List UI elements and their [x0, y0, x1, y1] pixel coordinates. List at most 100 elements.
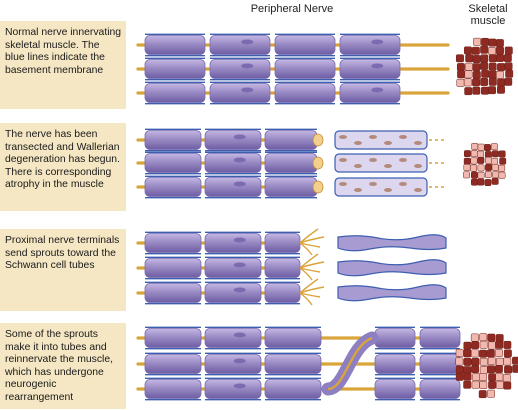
stage4-fiber-1-new-schwann-cell	[374, 326, 416, 350]
muscle-fiber	[495, 357, 504, 366]
stage3-fiber-2-axon-sprouts	[299, 253, 325, 281]
muscle-fiber	[471, 357, 480, 366]
muscle-fiber	[463, 349, 472, 358]
stage4-fiber-2-schwann-cell	[204, 352, 262, 376]
stage1-fiber-3-schwann-cell	[144, 81, 206, 105]
muscle-fiber	[472, 55, 481, 64]
muscle-fiber	[471, 142, 479, 150]
schwann-nucleus	[233, 181, 246, 187]
muscle-fiber	[484, 170, 492, 178]
muscle-fiber	[487, 333, 496, 342]
muscle-fiber	[486, 349, 495, 358]
stage-1-caption: Normal nerve innervating skeletal muscle…	[5, 27, 122, 76]
skeletal-muscle-header-line2: muscle	[470, 15, 506, 27]
muscle-fiber	[472, 63, 481, 72]
stage4-fiber-2-schwann-cell	[264, 352, 322, 376]
muscle-fiber	[491, 177, 499, 185]
stage2-fiber-2-schwann-cell	[144, 151, 202, 175]
muscle-fiber	[455, 348, 464, 357]
muscle-fiber	[481, 37, 490, 46]
muscle-fiber	[484, 179, 492, 187]
myelin-debris	[384, 141, 392, 145]
muscle-fiber	[484, 151, 492, 159]
muscle-fiber	[470, 333, 479, 342]
muscle-fiber	[463, 357, 472, 366]
muscle-fiber	[463, 78, 472, 87]
muscle-fiber	[481, 69, 490, 78]
muscle-fiber	[471, 380, 480, 389]
stage-3-caption: Proximal nerve terminals send sprouts to…	[5, 235, 120, 272]
muscle-fiber	[470, 150, 478, 158]
schwann-nucleus	[241, 39, 254, 45]
myelin-debris	[339, 158, 347, 162]
stage3-fiber-3-schwann-cell	[264, 281, 301, 305]
stage3-fiber-2-schwann-tube	[337, 259, 447, 277]
muscle-fiber	[505, 69, 514, 78]
muscle-fiber	[503, 381, 512, 390]
muscle-fiber	[503, 54, 512, 62]
stage2-fiber-1-schwann-cell	[144, 128, 202, 152]
stage1-fiber-3-schwann-cell	[274, 81, 336, 105]
peripheral-nerve-header: Peripheral Nerve	[250, 3, 334, 15]
muscle-fiber	[463, 372, 472, 381]
stage1-fiber-2-schwann-cell	[144, 57, 206, 81]
muscle-fiber	[463, 171, 470, 179]
stage2-fiber-3-degenerating-tube	[334, 177, 428, 197]
stage1-fiber-2-schwann-cell	[209, 57, 271, 81]
muscle-fiber	[465, 54, 474, 63]
muscle-fiber	[496, 46, 504, 55]
muscle-fiber	[488, 54, 497, 63]
muscle-fiber	[495, 372, 504, 381]
muscle-fiber	[464, 46, 472, 55]
stage2-fiber-1-axon-stump	[312, 133, 324, 147]
muscle-fiber	[503, 340, 512, 349]
stage4-fiber-1-schwann-cell	[144, 326, 202, 350]
schwann-nucleus	[233, 287, 246, 293]
myelin-debris	[399, 158, 407, 162]
stage3-fiber-3-schwann-tube	[337, 284, 447, 302]
stage3-fiber-1-schwann-tube	[337, 234, 447, 252]
skeletal-muscle-header: Skeletal muscle	[458, 3, 518, 27]
stage4-reinnervated-muscle-cross-section	[455, 333, 518, 399]
muscle-fiber	[488, 62, 497, 71]
muscle-fiber	[504, 62, 513, 71]
stage2-fiber-3-schwann-cell	[204, 175, 262, 199]
muscle-fiber	[502, 374, 511, 382]
muscle-fiber	[503, 357, 512, 366]
muscle-fiber	[504, 365, 513, 374]
myelin-debris	[339, 135, 347, 139]
muscle-fiber	[456, 63, 465, 72]
muscle-fiber	[494, 365, 503, 373]
stage1-fiber-3-schwann-cell	[209, 81, 271, 105]
muscle-fiber	[464, 62, 473, 71]
muscle-fiber	[463, 341, 472, 350]
myelin-debris	[339, 182, 347, 186]
stage3-fiber-1-axon-sprouts	[299, 228, 325, 256]
muscle-fiber	[503, 349, 512, 358]
muscle-fiber	[471, 341, 480, 350]
muscle-fiber	[477, 178, 485, 186]
muscle-fiber	[479, 349, 487, 358]
muscle-fiber	[479, 373, 488, 382]
stage2-fiber-3-schwann-cell	[144, 175, 202, 199]
stage2-fiber-3-axon-stump	[312, 180, 324, 194]
myelin-debris	[354, 141, 362, 145]
stage4-fiber-1-new-schwann-cell	[419, 326, 461, 350]
muscle-fiber	[455, 372, 464, 381]
muscle-fiber	[488, 86, 496, 95]
muscle-fiber	[481, 86, 489, 95]
stage1-fiber-1-schwann-cell	[144, 33, 206, 57]
stage-2-caption: The nerve has been transected and Waller…	[5, 129, 120, 191]
schwann-nucleus	[241, 87, 254, 93]
stage2-fiber-2-schwann-cell	[264, 151, 318, 175]
muscle-fiber	[488, 380, 497, 389]
schwann-nucleus	[233, 358, 246, 364]
muscle-fiber	[496, 85, 505, 94]
muscle-fiber	[455, 357, 464, 366]
stage4-fiber-3-schwann-cell	[144, 377, 202, 401]
muscle-fiber	[480, 78, 489, 86]
stage4-fiber-3-schwann-cell	[264, 377, 322, 401]
muscle-fiber	[487, 357, 496, 366]
muscle-fiber	[471, 171, 478, 179]
